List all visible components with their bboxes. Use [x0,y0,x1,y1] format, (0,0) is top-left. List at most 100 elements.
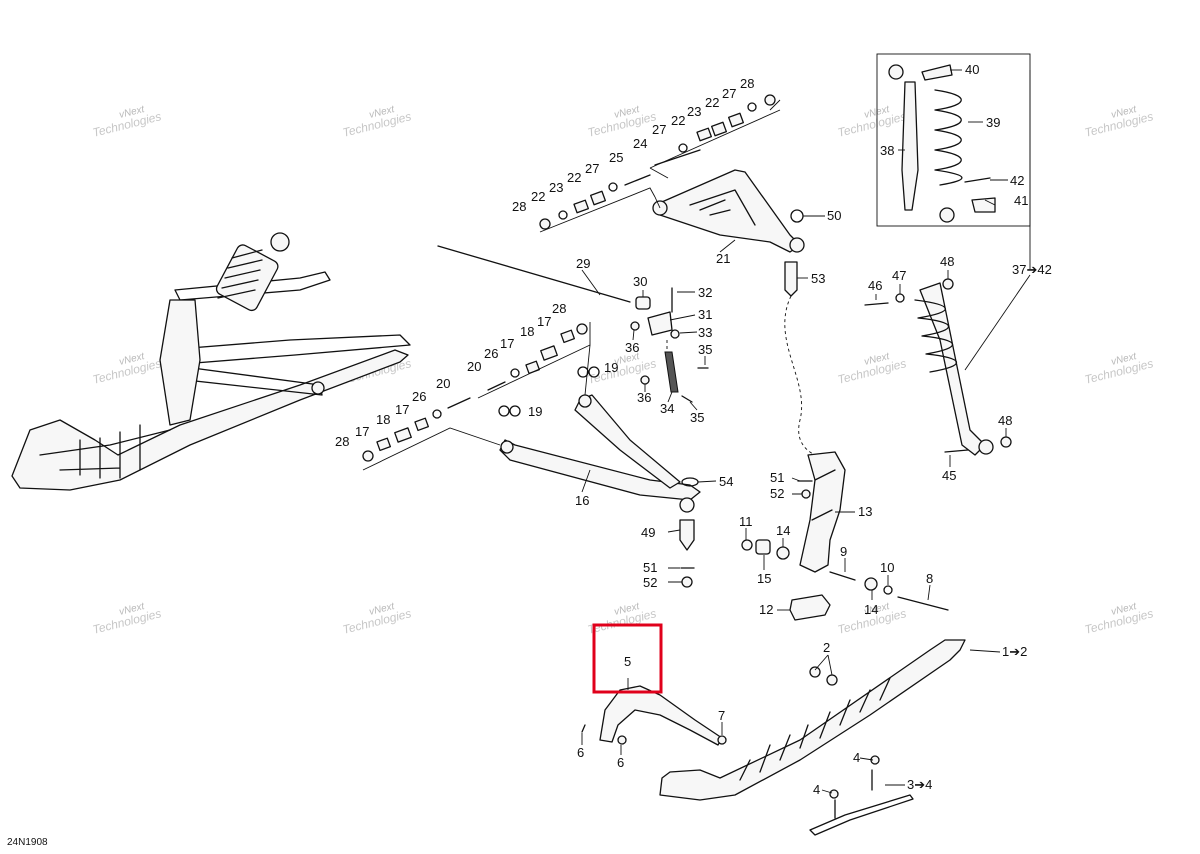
callout-27-c[interactable]: 27 [722,86,736,101]
callout-35-a[interactable]: 35 [698,342,712,357]
callout-48-a[interactable]: 48 [940,254,954,269]
callout-39[interactable]: 39 [986,115,1000,130]
shock-assembly-spring [914,299,958,373]
callout-5[interactable]: 5 [624,654,631,669]
callout-50[interactable]: 50 [827,208,841,223]
bolt-46 [864,302,889,306]
callout-17-c[interactable]: 17 [500,336,514,351]
callout-15[interactable]: 15 [757,571,771,586]
callout-19-a[interactable]: 19 [528,404,542,419]
callout-53[interactable]: 53 [811,271,825,286]
shock-assembly-side [919,282,986,456]
callout-9[interactable]: 9 [840,544,847,559]
ball-joint-49 [679,519,695,551]
callout-20-a[interactable]: 20 [436,376,450,391]
callout-46[interactable]: 46 [868,278,882,293]
sleeve-9 [829,571,856,581]
callout-37-to-42[interactable]: 37➔42 [1012,262,1052,277]
callout-4-a[interactable]: 4 [853,750,860,765]
callout-23-a[interactable]: 23 [549,180,563,195]
callout-51-a[interactable]: 51 [643,560,657,575]
callout-26-b[interactable]: 26 [484,346,498,361]
leader-35 [689,356,706,411]
callout-6-b[interactable]: 6 [617,755,624,770]
callout-32[interactable]: 32 [698,285,712,300]
callout-41[interactable]: 41 [1014,193,1028,208]
washer-27-rear-b [747,102,757,112]
callout-19-b[interactable]: 19 [604,360,618,375]
callout-14-a[interactable]: 14 [776,523,790,538]
callout-48-b[interactable]: 48 [998,413,1012,428]
callout-28-a[interactable]: 28 [512,199,526,214]
callout-26-a[interactable]: 26 [412,389,426,404]
callout-42[interactable]: 42 [1010,173,1024,188]
nut-52-lower [681,576,693,588]
callout-36-b[interactable]: 36 [637,390,651,405]
watermark: vNext Technologies [836,351,908,387]
callout-2[interactable]: 2 [823,640,830,655]
assembled-shock-spring [215,244,279,312]
callout-34[interactable]: 34 [660,401,674,416]
callout-51-b[interactable]: 51 [770,470,784,485]
callout-22-d[interactable]: 22 [705,95,719,110]
callout-14-b[interactable]: 14 [864,602,878,617]
bushing-22-rear-b [728,112,744,128]
callout-35-b[interactable]: 35 [690,410,704,425]
callout-17-a[interactable]: 17 [355,424,369,439]
callout-52-b[interactable]: 52 [770,486,784,501]
callout-8[interactable]: 8 [926,571,933,586]
callout-1-to-2[interactable]: 1➔2 [1002,644,1027,659]
bolt-20-front [447,397,471,409]
leader-41 [984,199,996,206]
callout-7[interactable]: 7 [718,708,725,723]
watermark: vNext Technologies [91,104,163,140]
assembled-spindle [159,299,201,426]
callout-47[interactable]: 47 [892,268,906,283]
callout-28-d[interactable]: 28 [552,301,566,316]
callout-54[interactable]: 54 [719,474,733,489]
callout-22-c[interactable]: 22 [671,113,685,128]
washer-22-front [558,210,568,220]
callout-29[interactable]: 29 [576,256,590,271]
callout-22-a[interactable]: 22 [531,189,545,204]
callout-27-b[interactable]: 27 [652,122,666,137]
callout-40[interactable]: 40 [965,62,979,77]
callout-17-d[interactable]: 17 [537,314,551,329]
callout-31[interactable]: 31 [698,307,712,322]
callout-28-c[interactable]: 28 [335,434,349,449]
callout-16[interactable]: 16 [575,493,589,508]
assembled-ski-ribs [39,424,171,479]
ball-joint-53 [784,261,798,297]
callout-3-to-4[interactable]: 3➔4 [907,777,932,792]
skag-studs [834,769,873,819]
callout-25[interactable]: 25 [609,150,623,165]
callout-18-b[interactable]: 18 [520,324,534,339]
callout-24[interactable]: 24 [633,136,647,151]
callout-22-b[interactable]: 22 [567,170,581,185]
callout-45[interactable]: 45 [942,468,956,483]
callout-11[interactable]: 11 [739,514,753,529]
callout-30[interactable]: 30 [633,274,647,289]
callout-49[interactable]: 49 [641,525,655,540]
callout-17-b[interactable]: 17 [395,402,409,417]
bushing-19-a [498,405,510,417]
callout-28-b[interactable]: 28 [740,76,754,91]
spring-seat-42 [964,177,991,183]
callout-36-a[interactable]: 36 [625,340,639,355]
callout-21[interactable]: 21 [716,251,730,266]
lower-arm-rear-eye [578,394,592,408]
callout-23-b[interactable]: 23 [687,104,701,119]
callout-13[interactable]: 13 [858,504,872,519]
callout-33[interactable]: 33 [698,325,712,340]
callout-6-a[interactable]: 6 [577,745,584,760]
callout-4-b[interactable]: 4 [813,782,820,797]
leader-48 [947,270,1007,437]
callout-20-b[interactable]: 20 [467,359,481,374]
callout-52-a[interactable]: 52 [643,575,657,590]
callout-12[interactable]: 12 [759,602,773,617]
bushing-14-lower [864,577,878,591]
callout-27-a[interactable]: 27 [585,161,599,176]
callout-18-a[interactable]: 18 [376,412,390,427]
callout-38[interactable]: 38 [880,143,894,158]
callout-10[interactable]: 10 [880,560,894,575]
